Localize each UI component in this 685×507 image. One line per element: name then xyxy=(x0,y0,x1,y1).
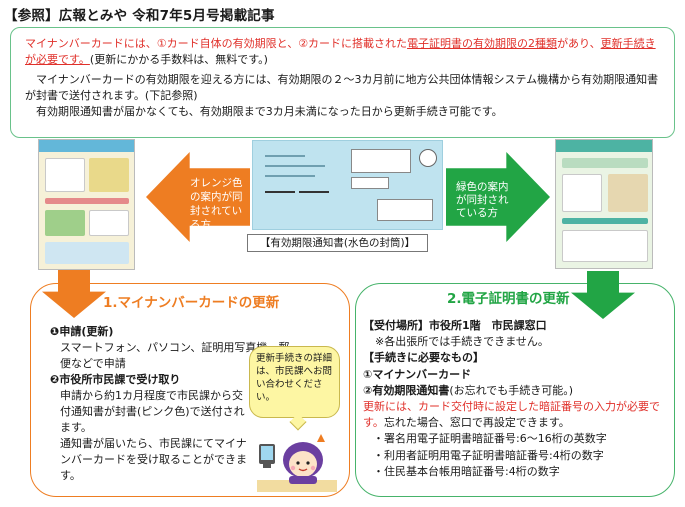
orange-arrow-label: オレンジ色の案内が同封されている方 xyxy=(190,177,243,231)
intro-paragraph-2: マイナンバーカードの有効期限を迎える方には、有効期限の２～3カ月前に地方公共団体… xyxy=(25,73,659,102)
mascot-character-icon xyxy=(257,434,337,492)
certificate-renewal-section xyxy=(355,283,675,497)
card-renewal-steps: ❶申請(更新) スマートフォン、パソコン、証明用写真機、郵便などで申請 ❷市役所… xyxy=(50,324,300,484)
reception-place: 【受付場所】市役所1階 市民課窓口 xyxy=(363,319,547,332)
green-arrow-label: 緑色の案内が同封されている方 xyxy=(456,181,509,219)
pin-item-user-cert: ・利用者証明用電子証明書暗証番号:4桁の数字 xyxy=(373,448,604,462)
intro-text-fee-free: (更新にかかる手数料は、無料です。) xyxy=(89,53,268,66)
card-renewal-section xyxy=(30,283,350,497)
intro-box: マイナンバーカードには、①カード自体の有効期限と、②カードに搭載された電子証明書… xyxy=(10,27,675,138)
step2-body-2: 通知書が届いたら、市民課にてマイナンバーカードを受け取ることができます。 xyxy=(60,437,247,482)
page-title: 【参照】広報とみや 令和7年5月号掲載記事 xyxy=(4,8,275,24)
pin-warning-rest: 忘れた場合、窓口で再設定できます。 xyxy=(383,416,570,430)
step1-body: スマートフォン、パソコン、証明用写真機、郵便などで申請 xyxy=(60,341,290,370)
required-item-notice-label: ②有効期限通知書 xyxy=(363,383,450,397)
intro-text-red-2: があり、 xyxy=(557,37,601,50)
step2-heading: ❷市役所市民課で受け取り xyxy=(50,373,181,386)
card-renewal-title: 1.マイナンバーカードの更新 xyxy=(103,295,280,311)
pin-item-resident-registry: ・住民基本台帳用暗証番号:4桁の数字 xyxy=(373,464,560,478)
required-item-notice: ②有効期限通知書(お忘れでも手続き可能。) xyxy=(363,383,673,399)
notice-envelope-image xyxy=(252,140,443,230)
intro-paragraph-1: マイナンバーカードには、①カード自体の有効期限と、②カードに搭載された電子証明書… xyxy=(25,36,664,68)
intro-text-renewal-required: 更新手続きが必要です。 xyxy=(25,37,656,66)
pin-warning-red: 更新には、カード交付時に設定した暗証番号の入力が必要です。 xyxy=(363,400,660,430)
envelope-seal-icon xyxy=(419,149,437,167)
required-item-notice-note: (お忘れでも手続き可能。) xyxy=(449,383,574,397)
contact-speech-bubble: 更新手続きの詳細は、市民課へお問い合わせください。 xyxy=(249,346,340,418)
reception-place-note: ※各出張所では手続きできません。 xyxy=(375,335,549,349)
pin-warning: 更新には、カード交付時に設定した暗証番号の入力が必要です。忘れた場合、窓口で再設… xyxy=(363,399,673,431)
pin-item-signature: ・署名用電子証明書暗証番号:6～16桁の英数字 xyxy=(373,432,607,446)
orange-guide-flyer-image xyxy=(38,139,135,270)
intro-text-red-underline: 電子証明書の有効期限の2種類 xyxy=(407,37,558,50)
step1-heading: ❶申請(更新) xyxy=(50,325,114,338)
intro-text-red: マイナンバーカードには、①カード自体の有効期限と、②カードに搭載された xyxy=(25,37,408,50)
green-guide-flyer-image xyxy=(555,139,653,269)
step2-body: 申請から約1カ月程度で市民課から交付通知書が封書(ピンク色)で送付されます。 xyxy=(60,389,245,434)
certificate-renewal-details: 【受付場所】市役所1階 市民課窓口 ※各出張所では手続きできません。 【手続きに… xyxy=(363,318,673,480)
required-item-card: ①マイナンバーカード xyxy=(363,367,472,381)
required-items-heading: 【手続きに必要なもの】 xyxy=(363,351,484,365)
intro-paragraph-3: 有効期限通知書が届かなくても、有効期限まで3カ月未満になった日から更新手続き可能… xyxy=(36,105,503,118)
certificate-renewal-title: 2.電子証明書の更新 xyxy=(447,291,570,307)
envelope-caption: 【有効期限通知書(水色の封筒)】 xyxy=(247,234,428,252)
